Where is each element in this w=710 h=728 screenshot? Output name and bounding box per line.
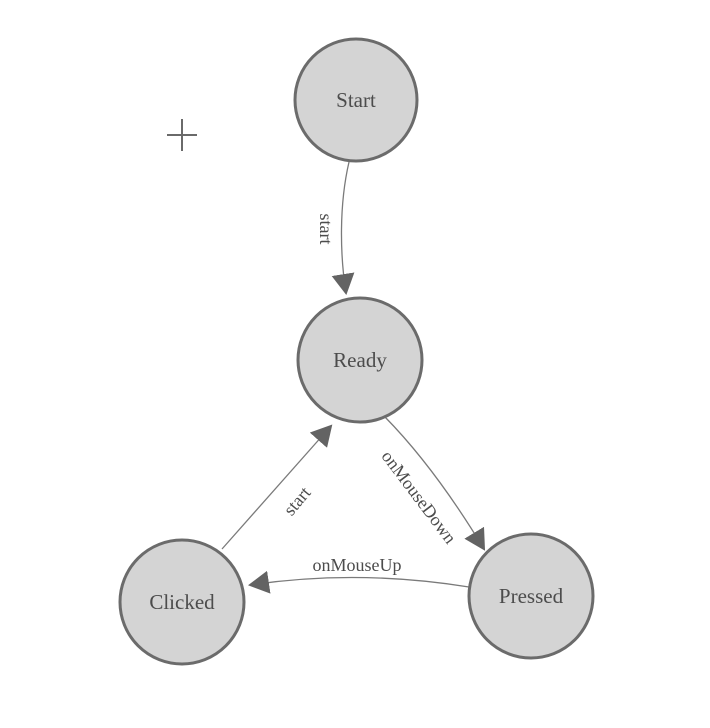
node-ready-circle[interactable]: [296, 296, 424, 424]
edge-label-start-1: start: [316, 214, 336, 245]
node-ready-label: Ready: [333, 348, 387, 372]
edge-label-start-2: start: [279, 483, 314, 520]
node-start-circle[interactable]: [293, 37, 419, 163]
edge-start-to-ready-line[interactable]: [331, 161, 355, 295]
node-clicked[interactable]: Clicked: [118, 538, 246, 666]
node-clicked-label: Clicked: [149, 590, 215, 614]
node-pressed-circle[interactable]: [467, 532, 595, 660]
node-pressed[interactable]: Pressed: [467, 532, 595, 660]
edge-pressed-to-clicked-line[interactable]: [248, 570, 470, 594]
edge-ready-to-pressed[interactable]: onMouseDown: [378, 416, 486, 551]
node-ready[interactable]: Ready: [296, 296, 424, 424]
node-start[interactable]: Start: [293, 37, 419, 163]
node-start-label: Start: [336, 88, 376, 112]
edge-label-onmousedown: onMouseDown: [378, 447, 461, 548]
edge-label-onmouseup: onMouseUp: [313, 555, 402, 575]
node-pressed-label: Pressed: [499, 584, 564, 608]
edge-clicked-to-ready-line[interactable]: [221, 424, 333, 550]
edge-ready-to-pressed-line[interactable]: [384, 416, 486, 551]
edge-pressed-to-clicked[interactable]: onMouseUp: [248, 555, 470, 594]
edge-start-to-ready[interactable]: start: [316, 161, 355, 295]
plus-cursor-icon: [167, 119, 197, 151]
edge-clicked-to-ready[interactable]: start: [221, 424, 333, 550]
node-clicked-circle[interactable]: [118, 538, 246, 666]
